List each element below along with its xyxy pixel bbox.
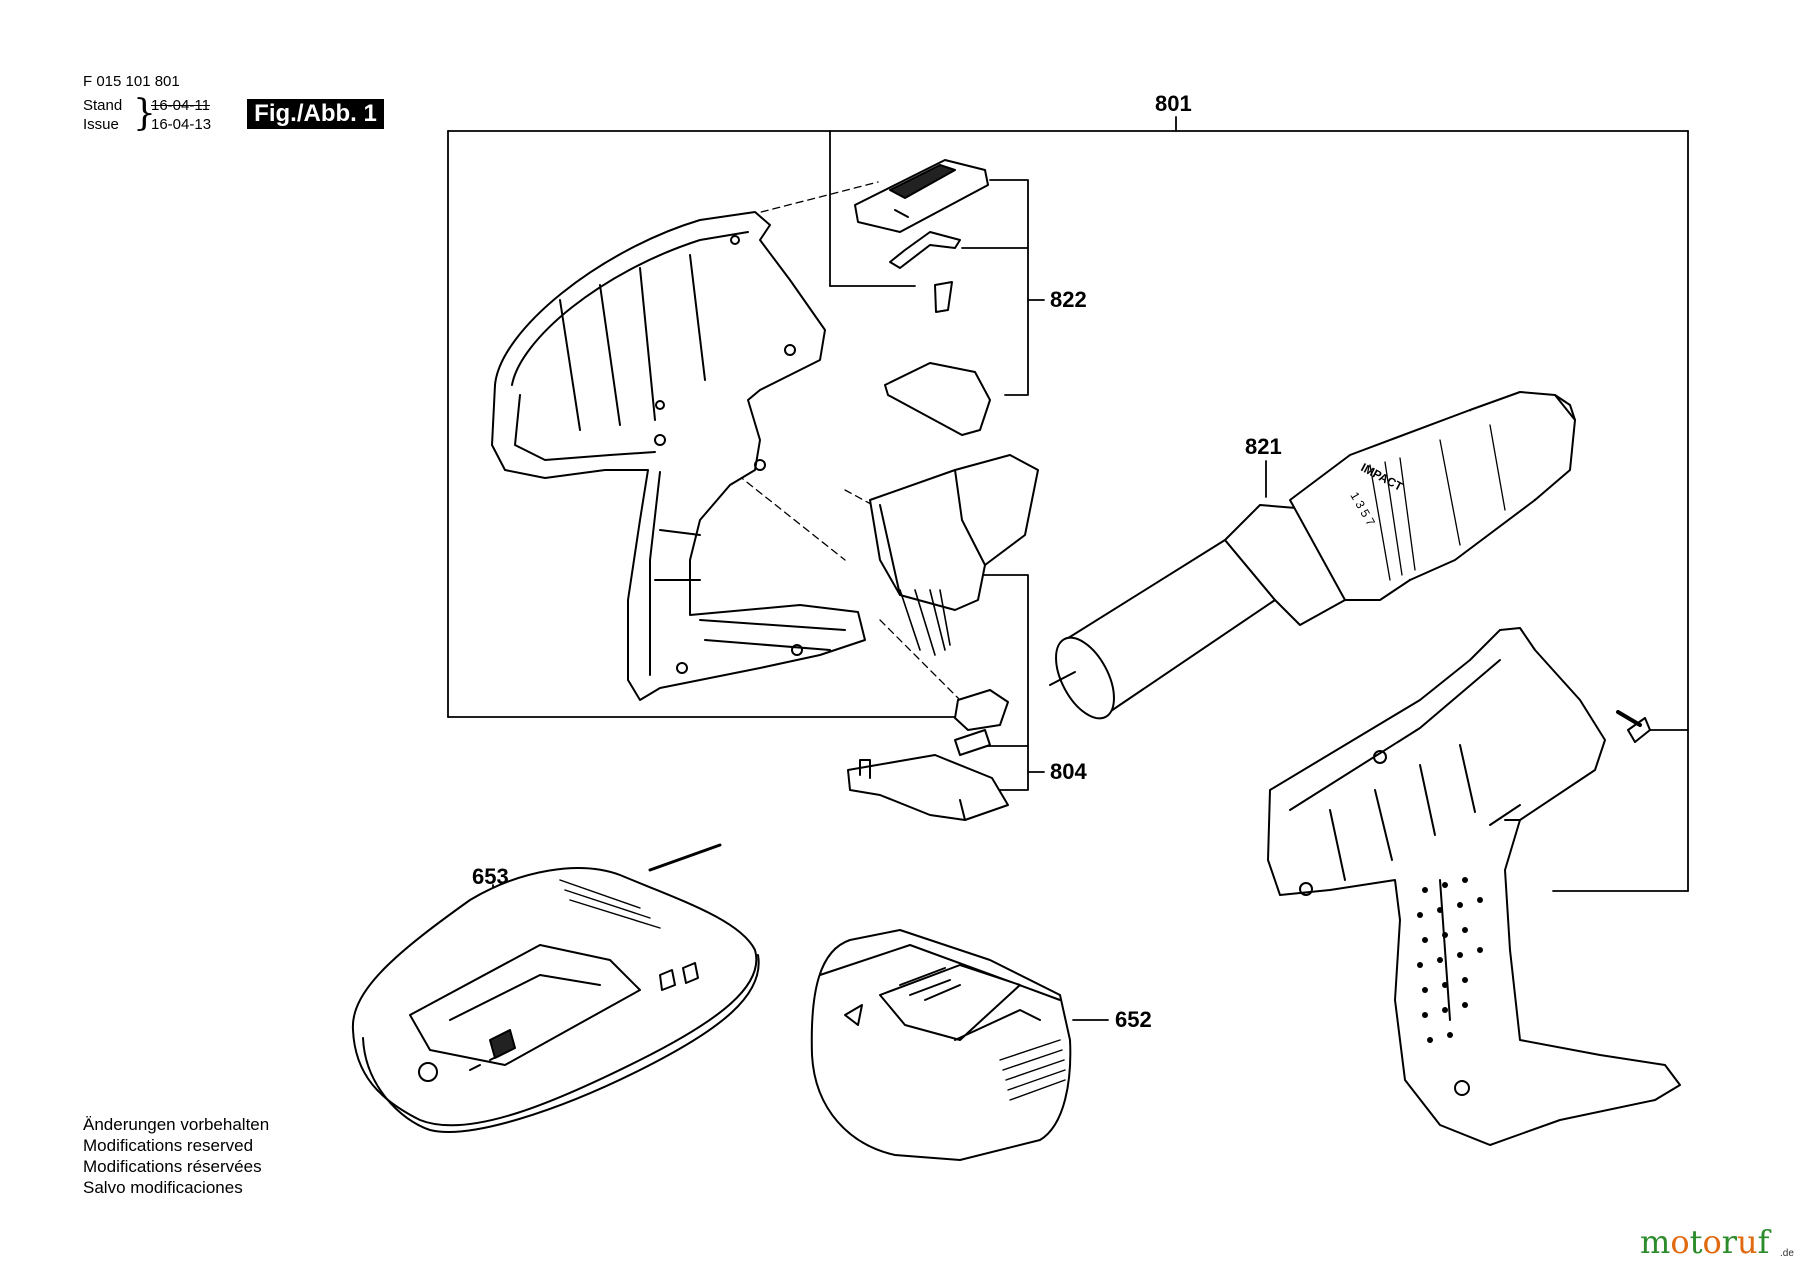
watermark-letter: u xyxy=(1737,1223,1758,1261)
motor-gearbox-assembly: IMPACT 1 3 5 7 xyxy=(1049,391,1576,720)
watermark-letter: r xyxy=(1721,1223,1738,1261)
note-english: Modifications reserved xyxy=(83,1136,254,1155)
issue-date: 16-04-13 xyxy=(151,116,212,133)
callout-804: 804 xyxy=(1050,759,1087,784)
battery-pack xyxy=(810,929,1072,1161)
note-spanish: Salvo modificaciones xyxy=(83,1178,243,1197)
watermark-letter: f xyxy=(1757,1223,1770,1261)
document-number: F 015 101 801 xyxy=(83,73,180,90)
grip-dimples xyxy=(1417,877,1483,1043)
watermark-tld: .de xyxy=(1780,1248,1794,1259)
right-housing-half xyxy=(1267,627,1681,1146)
figure-label: Fig./Abb. 1 xyxy=(247,99,384,129)
watermark-letter: o xyxy=(1670,1223,1690,1261)
note-french: Modifications réservées xyxy=(83,1157,262,1176)
battery-charger xyxy=(351,843,760,1133)
note-german: Änderungen vorbehalten xyxy=(83,1115,270,1134)
date-brace: } xyxy=(133,93,156,134)
callout-821: 821 xyxy=(1245,434,1282,459)
direction-switch-parts xyxy=(847,689,1009,821)
switch-cover-parts xyxy=(854,159,991,436)
left-housing-half xyxy=(491,211,866,701)
watermark-letter: t xyxy=(1689,1223,1703,1261)
modification-notes: Änderungen vorbehalten Modifications res… xyxy=(83,1114,269,1198)
stand-date: 16-04-11 xyxy=(151,97,210,114)
part-822-bracket xyxy=(961,179,1045,396)
callout-653: 653 xyxy=(472,864,509,889)
stand-label: Stand xyxy=(83,97,123,114)
screw xyxy=(1616,710,1642,727)
watermark-letter: m xyxy=(1640,1223,1671,1261)
callout-822: 822 xyxy=(1050,287,1087,312)
part-804-bracket xyxy=(981,574,1045,791)
callout-801: 801 xyxy=(1155,91,1192,116)
issue-label: Issue xyxy=(83,116,119,133)
callout-652: 652 xyxy=(1115,1007,1152,1032)
watermark-letter: o xyxy=(1702,1223,1722,1261)
switch-module xyxy=(869,454,1039,656)
watermark-logo[interactable]: motoruf xyxy=(1640,1225,1769,1259)
